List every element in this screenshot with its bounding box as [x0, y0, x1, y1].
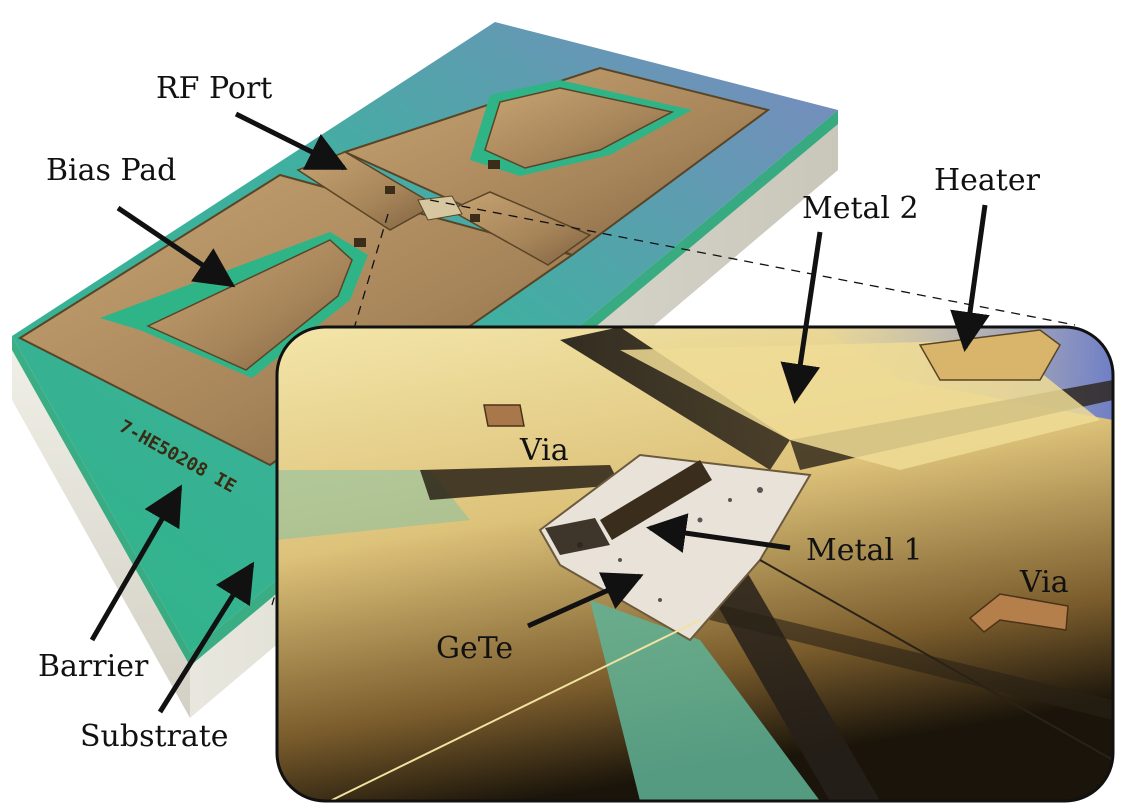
zoom-guide-line: [429, 199, 1076, 326]
gete-speck: [618, 558, 622, 562]
via-inset-right: [968, 593, 1069, 633]
arrow-metal-1: [646, 513, 791, 553]
inset-frame: [275, 325, 1115, 803]
label-bias-pad: Bias Pad: [46, 153, 176, 188]
switch-junction: [417, 195, 463, 221]
bias-pad-left: [146, 239, 353, 371]
label-rf-port: RF Port: [156, 71, 272, 106]
arrow-heater: [950, 204, 990, 352]
via-square: [385, 186, 395, 194]
label-substrate: Substrate: [80, 719, 229, 754]
inset-gap: [560, 327, 790, 470]
arrow-metal-2: [780, 231, 823, 404]
arrow-barrier: [89, 484, 183, 642]
inset-trace: [759, 559, 1113, 761]
gete-speck: [697, 517, 703, 523]
inset-gap: [700, 600, 1113, 720]
callout-labels: RF Port Bias Pad Barrier Substrate Metal…: [38, 71, 1069, 754]
arrow-rf-port: [234, 111, 348, 171]
via-inset-left: [483, 404, 525, 427]
substrate-front-face: [12, 336, 190, 718]
callout-arrows: [89, 111, 990, 714]
metal-1-block: [600, 460, 712, 540]
label-via-right: Via: [1019, 565, 1069, 600]
label-metal-2: Metal 2: [802, 191, 919, 226]
inset-gap: [420, 465, 620, 500]
via-square: [354, 238, 366, 247]
bias-pad-right: [484, 87, 675, 169]
inset-barrier-strip: [277, 470, 470, 540]
arrow-substrate: [157, 561, 255, 714]
via-square: [470, 214, 480, 222]
label-via-left: Via: [519, 433, 569, 468]
label-gete: GeTe: [436, 631, 513, 666]
via-square: [488, 160, 500, 169]
arrow-gete: [526, 572, 644, 629]
gete-speck: [728, 498, 732, 502]
gete-speck: [757, 487, 763, 493]
gete-speck: [658, 598, 662, 602]
label-barrier: Barrier: [38, 649, 149, 684]
label-heater: Heater: [934, 163, 1041, 198]
label-metal-1: Metal 1: [806, 533, 923, 568]
inset-trace: [329, 619, 701, 801]
inset-barrier-strip: [590, 600, 820, 801]
inset-micrograph: [275, 325, 1115, 803]
arrow-bias-pad: [116, 205, 236, 288]
metal-1-dark-pad: [545, 518, 610, 555]
